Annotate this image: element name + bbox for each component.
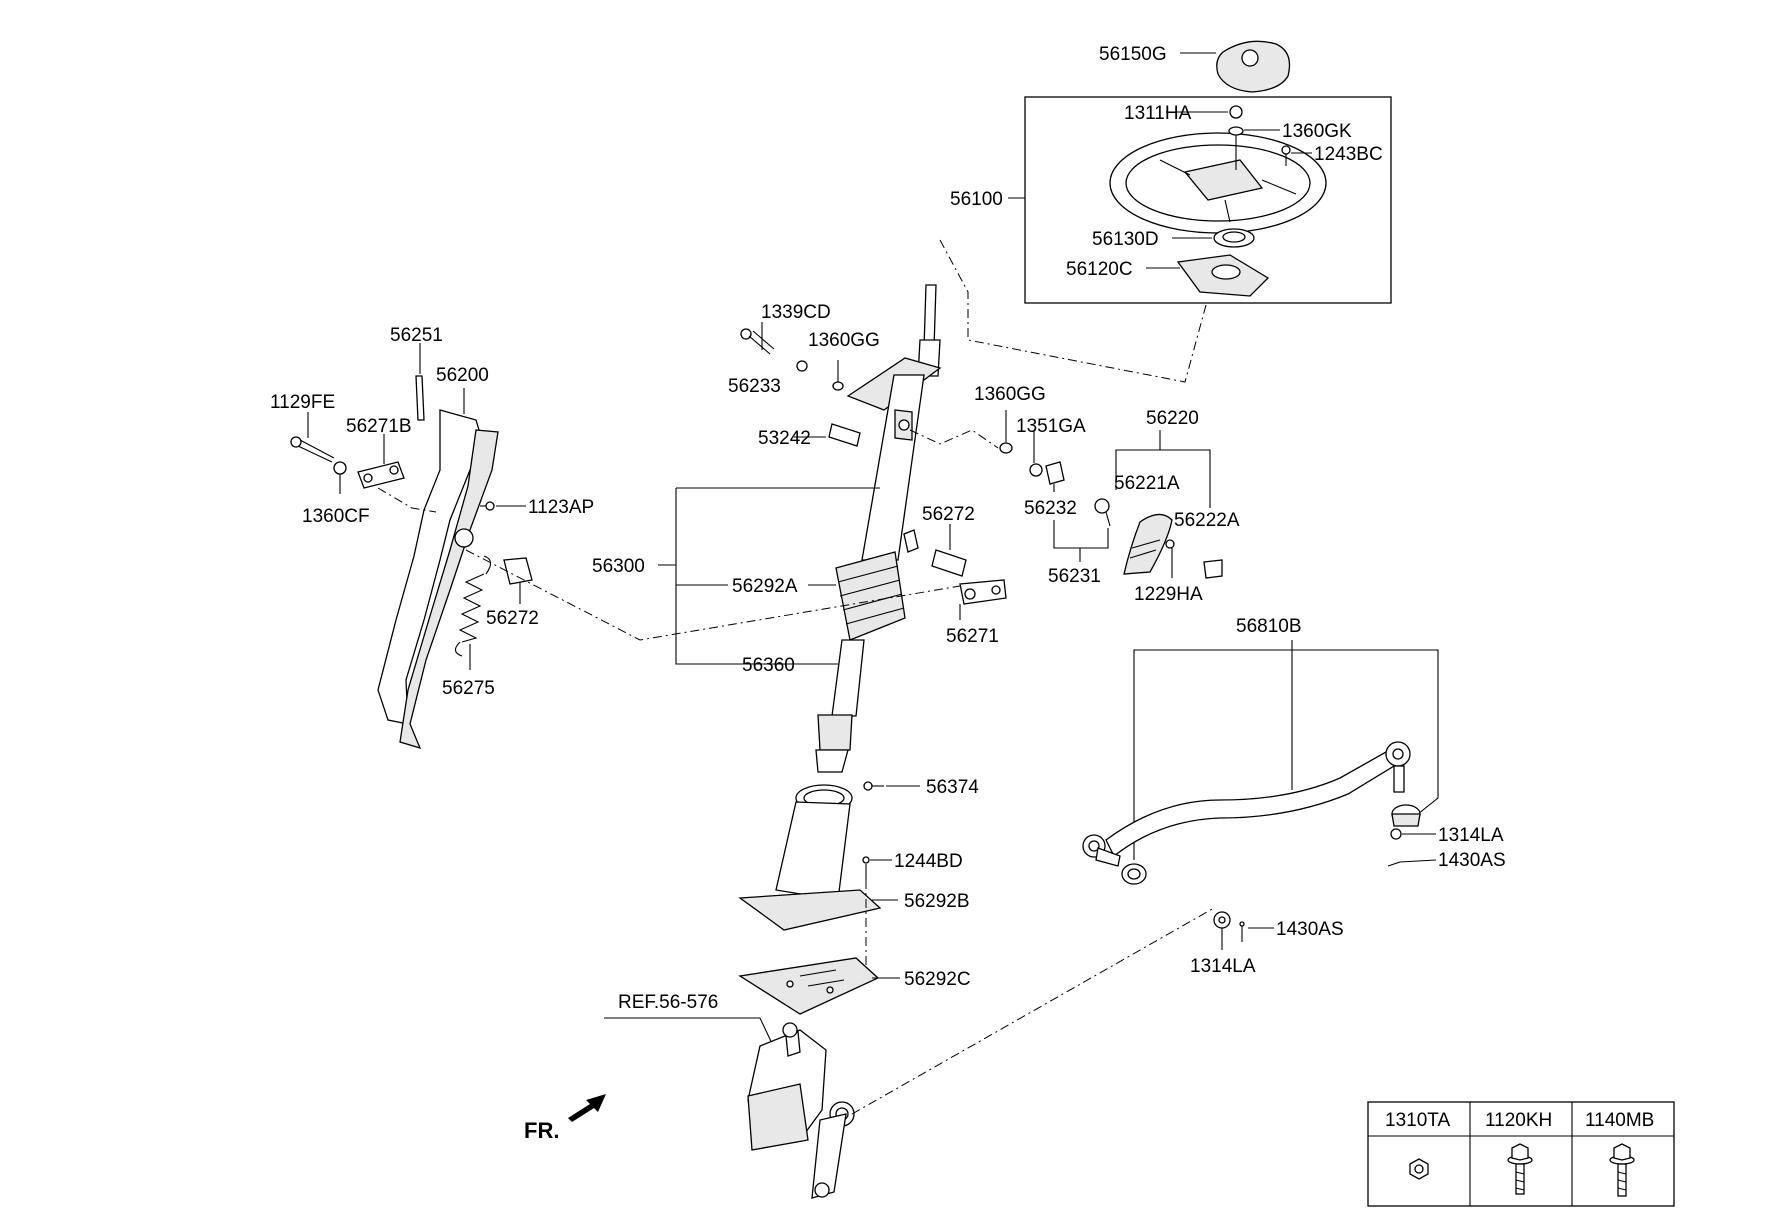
pin-53242-part[interactable] [828, 423, 861, 447]
label-56233: 56233 [728, 376, 781, 397]
label-56300: 56300 [592, 556, 645, 577]
label-56200: 56200 [436, 365, 489, 386]
legend-table: 1310TA 1120KH 1140MB [1367, 1101, 1675, 1207]
label-1360CF: 1360CF [302, 506, 370, 527]
label-1430AS-a: 1430AS [1438, 850, 1506, 871]
nut-1339CD-part[interactable] [796, 360, 808, 372]
label-56130D: 56130D [1092, 229, 1159, 250]
steering-gear-box-part[interactable] [747, 1022, 855, 1199]
boot-1314LA-a-part[interactable] [1391, 804, 1421, 827]
label-56120C: 56120C [1066, 259, 1133, 280]
washer-1360GG-b-part[interactable] [999, 442, 1013, 454]
steering-column-part[interactable] [815, 284, 942, 773]
clip-56272-b-part[interactable] [903, 529, 919, 553]
label-FR: FR. [524, 1118, 559, 1143]
legend-header-1140MB: 1140MB [1585, 1110, 1654, 1131]
label-1430AS-b: 1430AS [1276, 919, 1344, 940]
washer-1360GG-a-part[interactable] [832, 381, 844, 391]
label-56360: 56360 [742, 655, 795, 676]
label-1123AP: 1123AP [528, 497, 594, 518]
label-56100: 56100 [950, 189, 1003, 210]
steering-wheel-group-box [1024, 96, 1392, 304]
pin-56251-part[interactable] [415, 375, 425, 421]
label-56222A: 56222A [1174, 510, 1240, 531]
label-1360GK: 1360GK [1282, 121, 1352, 142]
label-56292C: 56292C [904, 969, 971, 990]
bolt-56233-part[interactable] [740, 328, 775, 355]
label-56275: 56275 [442, 678, 495, 699]
screw-1229HA-part[interactable] [1165, 539, 1175, 572]
label-1339CD: 1339CD [761, 302, 831, 323]
link-56271-part[interactable] [959, 579, 1007, 605]
nut-1314LA-a-part[interactable] [1390, 828, 1402, 840]
label-53242: 53242 [758, 428, 811, 449]
flange-bolt-icon [1507, 1143, 1533, 1195]
steering-wheel-part[interactable] [1109, 132, 1327, 234]
screw-1243BC-part[interactable] [1281, 145, 1291, 166]
label-56374: 56374 [926, 777, 979, 798]
label-56251: 56251 [390, 325, 443, 346]
label-56150G: 56150G [1099, 44, 1167, 65]
legend-header-1120KH: 1120KH [1485, 1110, 1552, 1131]
label-56272-b: 56272 [922, 504, 975, 525]
pin-1430AS-a-part[interactable] [1387, 861, 1401, 867]
label-56810B: 56810B [1236, 616, 1302, 637]
boot-56292B-part[interactable] [738, 784, 882, 931]
label-REF: REF.56-576 [618, 992, 718, 1013]
label-56232: 56232 [1024, 498, 1077, 519]
bracket-56200-part[interactable] [377, 409, 499, 750]
drag-link-56810B-part[interactable] [1082, 741, 1411, 867]
hex-nut-icon [1409, 1158, 1429, 1180]
label-1244BD: 1244BD [894, 851, 963, 872]
label-1311HA: 1311HA [1124, 103, 1192, 124]
spring-56275-part[interactable] [454, 555, 492, 657]
nut-1360CF-part[interactable] [333, 461, 347, 475]
bolt-1129FE-part[interactable] [290, 436, 335, 463]
knob-56222A-part[interactable] [1203, 559, 1223, 579]
bushing-56232-part[interactable] [1045, 461, 1065, 485]
plate-56292C-part[interactable] [738, 957, 880, 1015]
washer-1360GK-part[interactable] [1228, 126, 1244, 136]
flange-bolt-long-icon [1609, 1143, 1635, 1197]
boot-lower-part[interactable] [1121, 863, 1147, 885]
front-arrow-icon [568, 1094, 606, 1122]
bolt-56374-part[interactable] [863, 781, 884, 791]
label-1351GA: 1351GA [1016, 416, 1086, 437]
spacer-56272-b-part[interactable] [931, 549, 967, 577]
label-56231: 56231 [1048, 566, 1101, 587]
horn-cover-part[interactable] [1216, 40, 1291, 93]
nut-1314LA-b-part[interactable] [1213, 911, 1231, 929]
bolt-56231-part[interactable] [1094, 498, 1111, 527]
label-56292A: 56292A [732, 576, 798, 597]
pin-1430AS-b-part[interactable] [1239, 921, 1245, 942]
link-56271B-part[interactable] [357, 461, 405, 489]
washer-1351GA-part[interactable] [1029, 463, 1043, 477]
spacer-56272-a-part[interactable] [503, 557, 533, 585]
label-56271B: 56271B [346, 416, 412, 437]
label-1360GG-a: 1360GG [808, 330, 880, 351]
label-1360GG-b: 1360GG [974, 384, 1046, 405]
label-1129FE: 1129FE [270, 392, 335, 413]
nut-1311HA-part[interactable] [1229, 105, 1243, 119]
label-56220: 56220 [1146, 408, 1199, 429]
screw-1123AP-part[interactable] [480, 501, 495, 511]
label-1314LA-a: 1314LA [1438, 825, 1504, 846]
label-56272-a: 56272 [486, 608, 539, 629]
label-56271: 56271 [946, 626, 999, 647]
plate-56120C-part[interactable] [1176, 254, 1270, 297]
label-1243BC: 1243BC [1314, 144, 1383, 165]
legend-header-1310TA: 1310TA [1385, 1110, 1450, 1131]
label-1229HA: 1229HA [1134, 584, 1203, 605]
label-56292B: 56292B [904, 891, 970, 912]
ring-56130D-part[interactable] [1213, 228, 1255, 248]
label-56221A: 56221A [1114, 473, 1180, 494]
screw-1244BD-part[interactable] [862, 856, 870, 880]
lever-56221A-part[interactable] [1123, 513, 1173, 575]
label-1314LA-b: 1314LA [1190, 956, 1256, 977]
